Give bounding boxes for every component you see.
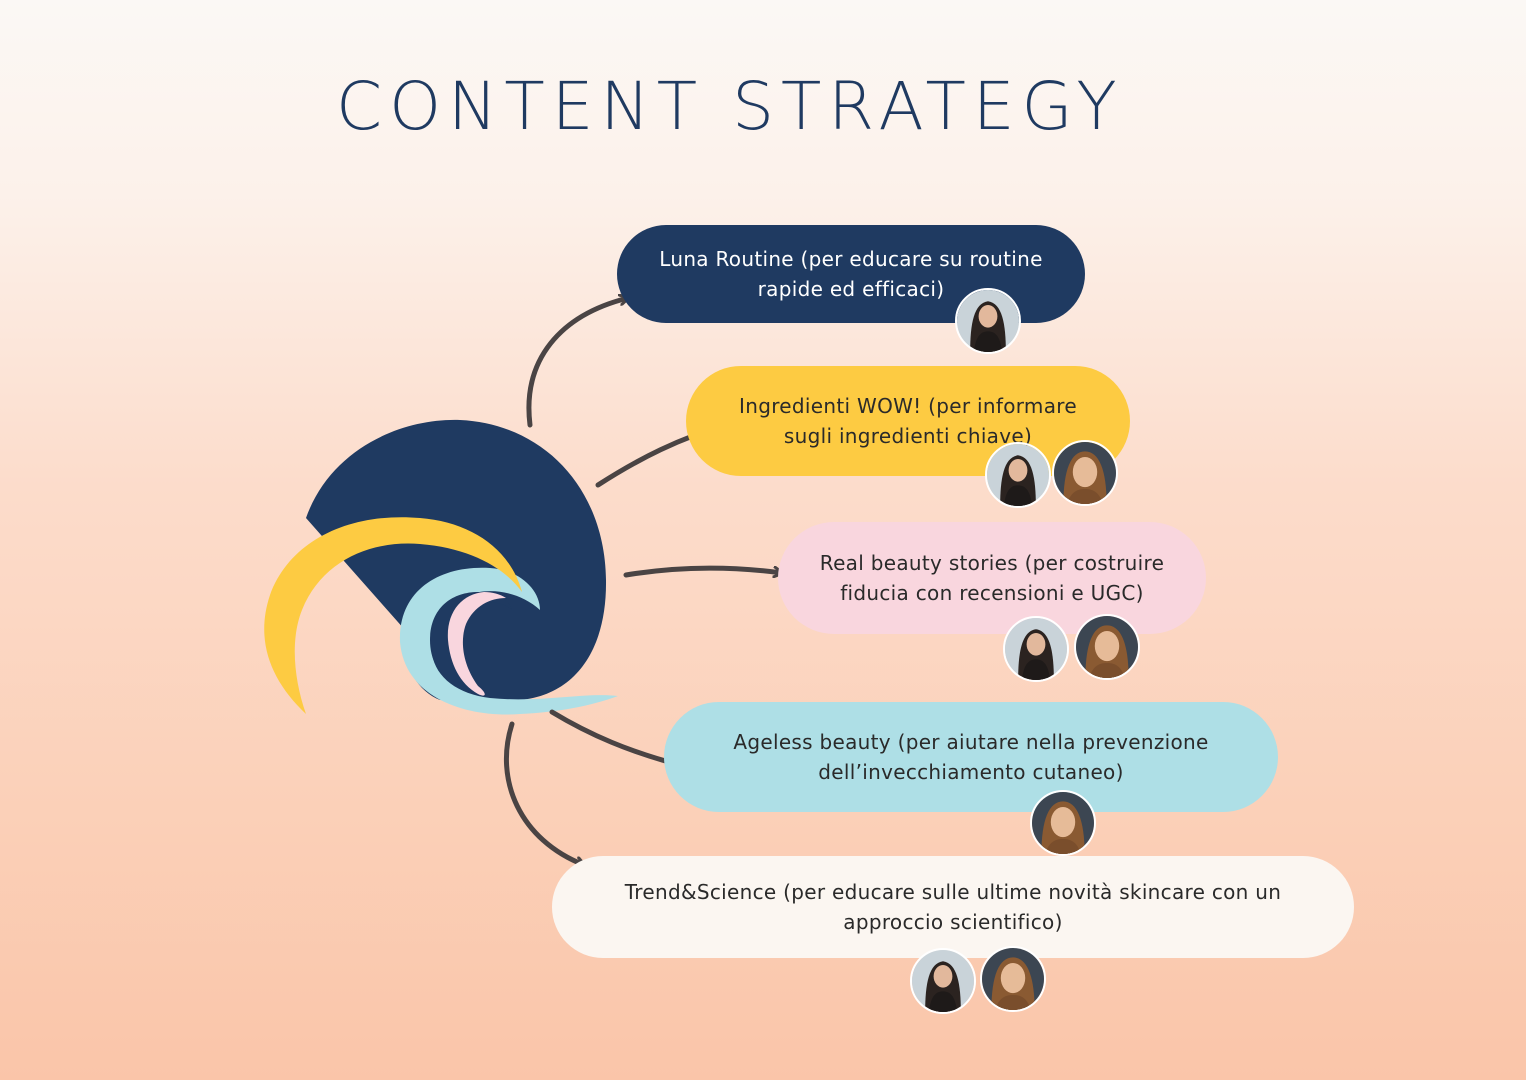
dark-haired-woman-avatar <box>1003 616 1069 682</box>
pillar-label: Luna Routine (per educare su routine rap… <box>659 247 1043 301</box>
blonde-woman-avatar <box>980 946 1046 1012</box>
pillar-label: Real beauty stories (per costruire fiduc… <box>819 551 1165 605</box>
pillar-label: Ingredienti WOW! (per informare sugli in… <box>739 394 1077 448</box>
dark-haired-woman-avatar <box>985 442 1051 508</box>
blonde-woman-avatar <box>1052 440 1118 506</box>
dark-haired-woman-avatar <box>910 948 976 1014</box>
blonde-woman-avatar <box>1074 614 1140 680</box>
pillar-label: Trend&Science (per educare sulle ultime … <box>624 880 1282 934</box>
dark-haired-woman-avatar <box>955 288 1021 354</box>
pillar-real-beauty-stories: Real beauty stories (per costruire fiduc… <box>778 522 1206 634</box>
pillar-label: Ageless beauty (per aiutare nella preven… <box>733 730 1209 784</box>
blonde-woman-avatar <box>1030 790 1096 856</box>
page-title: CONTENT STRATEGY <box>336 68 1124 145</box>
pillar-ageless-beauty: Ageless beauty (per aiutare nella preven… <box>664 702 1278 812</box>
pillar-luna-routine: Luna Routine (per educare su routine rap… <box>617 225 1085 323</box>
pillar-trend-science: Trend&Science (per educare sulle ultime … <box>552 856 1354 958</box>
